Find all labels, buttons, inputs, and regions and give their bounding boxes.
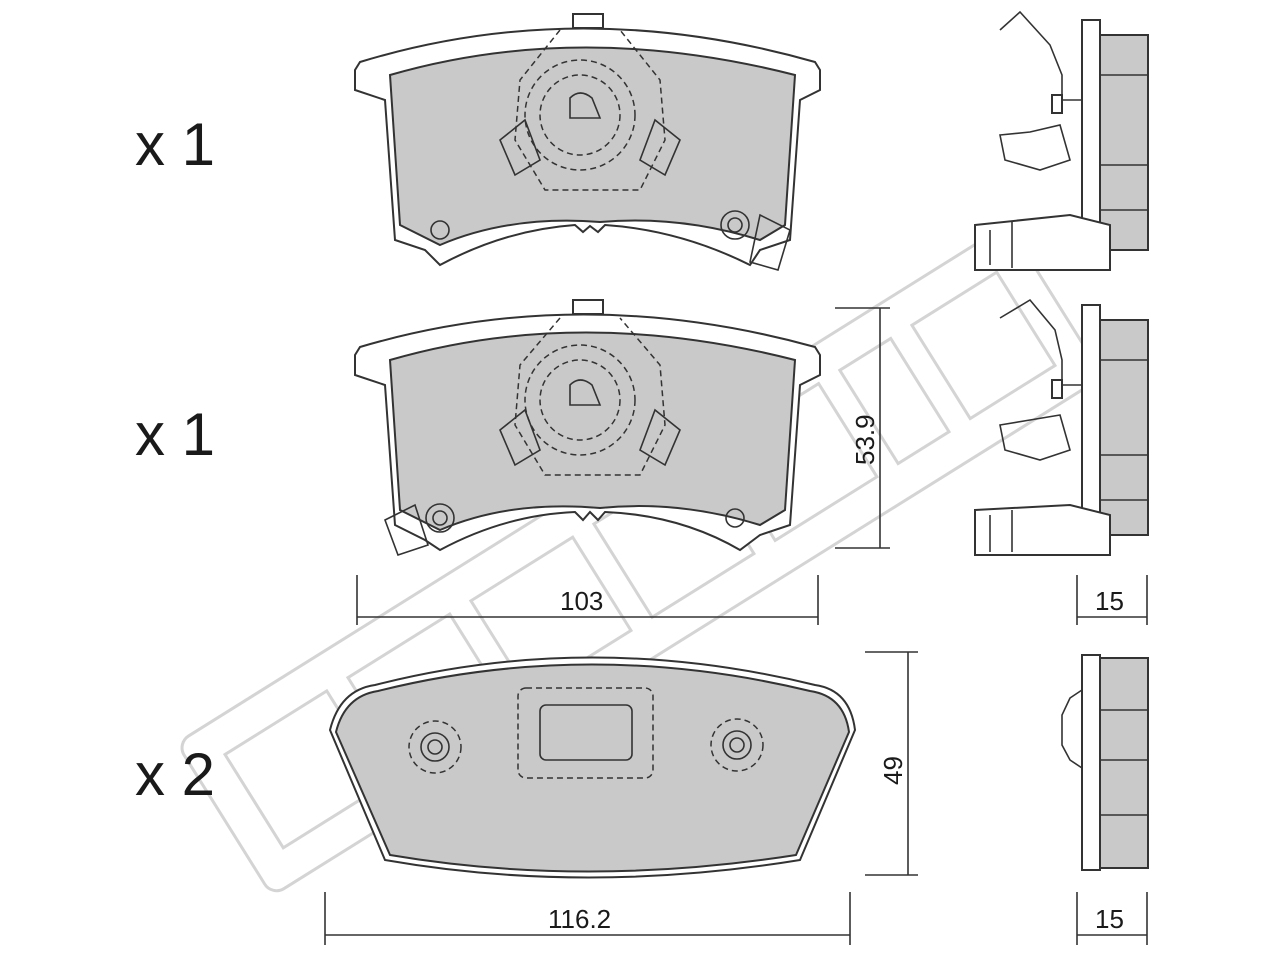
dimension-label-thickness-outer: 15 [1095, 586, 1124, 616]
dimension-label-thickness-inner: 15 [1095, 904, 1124, 934]
quantity-label-pad-3: x 2 [135, 741, 215, 808]
side-view-outer-2 [974, 298, 1149, 556]
dimension-width-inner: 116.2 [324, 892, 851, 945]
quantity-label-pad-2: x 1 [135, 401, 215, 468]
dimension-label-height-outer: 53.9 [850, 414, 880, 465]
side-view-inner [1061, 654, 1149, 871]
dimension-label-width-inner: 116.2 [548, 904, 611, 934]
side-view-outer-1 [974, 10, 1149, 271]
dimension-thickness-outer: 15 [1076, 575, 1148, 625]
brake-pad-outer-2 [354, 299, 821, 557]
dimension-label-width-outer: 103 [560, 586, 603, 616]
brake-pad-inner [328, 656, 857, 879]
dimension-height-outer: 53.9 [835, 307, 890, 549]
dimension-label-height-inner: 49 [878, 756, 908, 785]
dimension-thickness-inner: 15 [1076, 892, 1148, 945]
brake-pad-outer-1 [354, 13, 821, 271]
dimension-height-inner: 49 [865, 651, 918, 876]
quantity-label-pad-1: x 1 [135, 111, 215, 178]
dimension-width-outer: 103 [356, 575, 819, 625]
